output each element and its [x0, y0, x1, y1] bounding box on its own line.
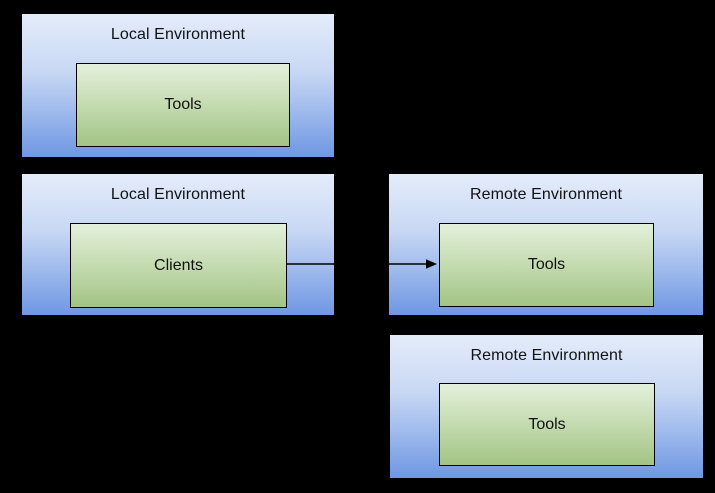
local-environment-box-top: Local Environment Tools: [21, 13, 335, 158]
tools-node-remote-2: Tools: [439, 383, 655, 466]
remote-environment-box-bottom: Remote Environment Tools: [389, 334, 704, 479]
node-label: Tools: [164, 96, 202, 113]
tools-node-local: Tools: [76, 63, 290, 147]
clients-node: Clients: [70, 223, 287, 308]
node-label: Tools: [528, 415, 566, 433]
environment-title: Remote Environment: [470, 347, 623, 364]
node-label: Tools: [527, 256, 566, 273]
node-label: Clients: [154, 256, 203, 274]
local-environment-box-middle: Local Environment Clients: [21, 173, 335, 316]
environment-title: Local Environment: [110, 186, 246, 203]
environment-title: Local Environment: [110, 26, 246, 43]
tools-node-remote-1: Tools: [439, 223, 654, 307]
environment-title: Remote Environment: [469, 186, 623, 203]
remote-environment-box-middle: Remote Environment Tools: [388, 173, 704, 316]
